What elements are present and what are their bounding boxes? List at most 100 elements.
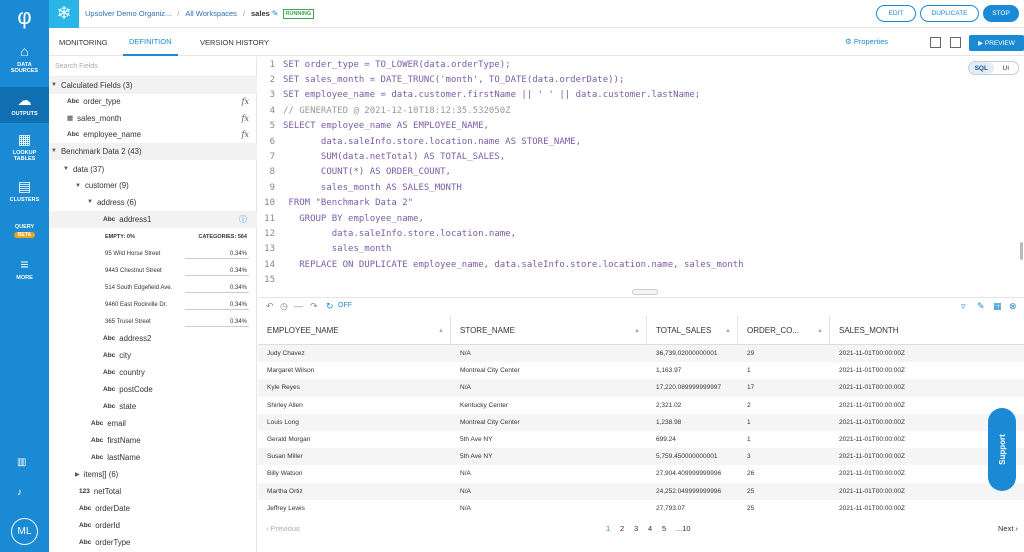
- nav-query[interactable]: QUERY BETA: [13, 223, 36, 239]
- page-1[interactable]: 1: [606, 524, 611, 533]
- filter-icon[interactable]: ▿: [961, 301, 966, 311]
- table-cell: 24,252.049999999996: [656, 487, 722, 495]
- nav-more[interactable]: ≡ MORE: [16, 256, 33, 282]
- table-cell: Kentucky Center: [460, 401, 509, 409]
- editor-scrollbar[interactable]: [1020, 242, 1023, 260]
- support-button[interactable]: Support: [988, 408, 1016, 491]
- info-icon[interactable]: ⓘ: [239, 214, 247, 224]
- sql-ui-toggle[interactable]: SQL UI: [968, 61, 1019, 75]
- nav-data-sources[interactable]: ⌂ DATA SOURCES: [10, 43, 39, 75]
- refresh-icon[interactable]: ↻: [326, 301, 334, 311]
- page-3[interactable]: 3: [634, 524, 639, 533]
- preview-button[interactable]: ▶ PREVIEW: [969, 35, 1024, 51]
- pencil-icon[interactable]: ✎: [271, 9, 279, 18]
- next-page-button[interactable]: Next ›: [997, 524, 1018, 533]
- tree-node-items[interactable]: ▶items[] (6): [75, 469, 119, 479]
- pane-splitter-handle[interactable]: [632, 289, 658, 295]
- function-icon[interactable]: fx: [241, 113, 249, 123]
- tab-version-history[interactable]: VERSION HISTORY: [200, 38, 269, 47]
- column-header[interactable]: ORDER_CO...▲: [738, 316, 830, 345]
- pencil-icon[interactable]: ✎: [977, 301, 985, 311]
- tree-group-benchmark[interactable]: ▼Benchmark Data 2 (43): [49, 143, 257, 160]
- search-input[interactable]: Search Fields: [49, 57, 256, 77]
- close-icon[interactable]: ⊗: [1009, 301, 1017, 311]
- column-header[interactable]: EMPLOYEE_NAME▲: [258, 316, 451, 345]
- avatar[interactable]: ML: [11, 518, 38, 545]
- layout-split-icon[interactable]: [930, 37, 941, 48]
- tree-group-calculated[interactable]: ▼Calculated Fields (3): [49, 77, 257, 94]
- table-cell: 36,739.02000000001: [656, 350, 718, 358]
- table-cell: N/A: [460, 487, 471, 495]
- breadcrumb-organization[interactable]: Upsolver Demo Organiz...: [85, 9, 172, 18]
- previous-page-button[interactable]: ‹ Previous: [266, 524, 300, 533]
- tree-node-address[interactable]: ▼address (6): [87, 197, 137, 207]
- clock-icon[interactable]: ◷: [280, 301, 288, 311]
- tree-node-data[interactable]: ▼data (37): [63, 164, 105, 174]
- grid-icon[interactable]: ▦: [993, 301, 1002, 311]
- function-icon[interactable]: fx: [241, 97, 249, 107]
- sort-icon[interactable]: ▲: [634, 327, 640, 334]
- edit-button[interactable]: EDIT: [876, 5, 916, 22]
- properties-link[interactable]: ⚙ Properties: [845, 37, 889, 46]
- ui-option[interactable]: UI: [1002, 64, 1010, 72]
- sort-icon[interactable]: ▲: [725, 327, 731, 334]
- book-icon[interactable]: ▥: [17, 457, 27, 468]
- column-header[interactable]: STORE_NAME▲: [451, 316, 647, 345]
- column-header[interactable]: SALES_MONTH: [839, 326, 899, 335]
- function-icon[interactable]: fx: [241, 130, 249, 140]
- sort-icon[interactable]: ▲: [817, 327, 823, 334]
- page-2[interactable]: 2: [620, 524, 625, 533]
- nav-outputs[interactable]: ☁ OUTPUTS: [0, 87, 49, 123]
- undo-icon[interactable]: ↶: [266, 301, 274, 311]
- nav-clusters[interactable]: ▤ CLUSTERS: [9, 178, 40, 204]
- nav-lookup-tables[interactable]: ▦ LOOKUP TABLES: [12, 131, 37, 163]
- stop-button[interactable]: STOP: [983, 5, 1019, 22]
- page-last[interactable]: ...10: [676, 524, 691, 533]
- tree-node-customer[interactable]: ▼customer (9): [75, 181, 129, 191]
- bell-icon[interactable]: ♪: [17, 487, 22, 498]
- upsolver-logo-icon[interactable]: φ: [17, 3, 32, 29]
- table-cell: 699.24: [656, 436, 676, 444]
- breadcrumb-workspaces[interactable]: All Workspaces: [185, 9, 237, 18]
- chevron-down-icon: ▼: [51, 82, 57, 89]
- sql-option[interactable]: SQL: [969, 62, 994, 74]
- column-header[interactable]: TOTAL_SALES▲: [647, 316, 738, 345]
- page-5[interactable]: 5: [662, 524, 667, 533]
- tab-definition[interactable]: DEFINITION: [123, 29, 178, 56]
- auto-refresh-status[interactable]: OFF: [338, 302, 352, 309]
- sort-icon[interactable]: ▲: [438, 327, 444, 334]
- tab-monitoring[interactable]: MONITORING: [59, 38, 108, 47]
- table-header: EMPLOYEE_NAME▲ STORE_NAME▲ TOTAL_SALES▲ …: [258, 316, 1024, 345]
- page-4[interactable]: 4: [648, 524, 653, 533]
- duplicate-button[interactable]: DUPLICATE: [920, 5, 979, 22]
- layout-bottom-icon[interactable]: [950, 37, 961, 48]
- redo-icon[interactable]: ↷: [310, 301, 318, 311]
